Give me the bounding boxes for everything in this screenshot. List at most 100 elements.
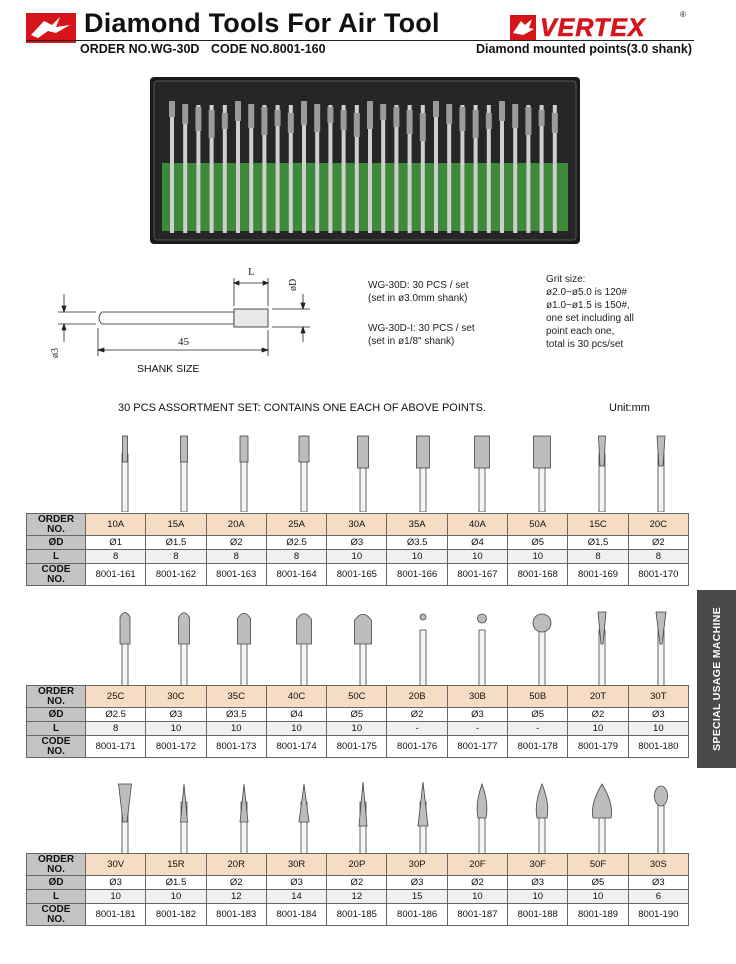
cell-d: Ø3	[265, 875, 328, 890]
cell-d: Ø3	[627, 875, 690, 890]
photo-point	[288, 105, 293, 233]
cell-order: 10A	[84, 513, 147, 536]
photo-point-head	[314, 104, 321, 132]
row-header-text: NO.	[47, 913, 65, 925]
cell-d: Ø5	[326, 707, 388, 722]
eagle-logo-icon	[26, 13, 76, 43]
cell-d: Ø2	[446, 875, 509, 890]
cell-l: 10	[507, 549, 569, 564]
tool-illustration-icon	[180, 783, 189, 860]
cell-l: 8	[84, 721, 147, 736]
row-header-text: CODE	[41, 735, 71, 747]
cell-d: Ø4	[265, 707, 328, 722]
cell-order: 30B	[446, 685, 509, 708]
row-header-l: L	[26, 721, 86, 736]
cell-order: 20P	[326, 853, 388, 876]
cell-code: 8001-182	[145, 903, 207, 926]
cell-d: Ø3	[627, 707, 690, 722]
cell-d: Ø3	[145, 707, 207, 722]
row-header-d: ØD	[26, 875, 86, 890]
photo-point-head	[261, 107, 268, 135]
photo-point-head	[406, 110, 413, 134]
cell-order: 40A	[446, 513, 509, 536]
tool-illustration-icon	[474, 435, 491, 512]
cell-order: 20A	[205, 513, 267, 536]
cell-l: 8	[84, 549, 147, 564]
cell-d: Ø2	[205, 875, 267, 890]
photo-point	[328, 105, 333, 233]
cell-d: Ø2	[205, 535, 267, 550]
tool-illustration-icon	[655, 611, 667, 688]
cell-code: 8001-180	[627, 735, 690, 758]
brand-logo: VERTEX	[510, 13, 646, 43]
cell-code: 8001-172	[145, 735, 207, 758]
cell-order: 50F	[567, 853, 629, 876]
row-header-text: ØD	[48, 536, 64, 548]
photo-point-head	[195, 107, 202, 131]
photo-point-head	[327, 107, 334, 123]
cell-l: 10	[567, 889, 629, 904]
photo-point-head	[485, 113, 492, 129]
cell-order: 30T	[627, 685, 690, 708]
cell-l: -	[446, 721, 509, 736]
cell-code: 8001-161	[84, 563, 147, 586]
cell-order: 40C	[265, 685, 328, 708]
cell-code: 8001-163	[205, 563, 267, 586]
cell-l: 10	[446, 549, 509, 564]
set-info-b-line1: WG-30D-I: 30 PCS / set	[368, 323, 475, 334]
photo-point	[407, 105, 412, 233]
side-tab-label: SPECIAL USAGE MACHINE	[710, 607, 723, 751]
cell-l: 8	[567, 549, 629, 564]
cell-d: Ø3	[507, 875, 569, 890]
row-header-l: L	[26, 889, 86, 904]
cell-l: 10	[386, 549, 448, 564]
row-header-d: ØD	[26, 707, 86, 722]
dim-3-label: ø3	[50, 348, 61, 358]
photo-point-head	[182, 104, 189, 124]
tool-illustration-icon	[237, 612, 251, 688]
cell-order: 35A	[386, 513, 448, 536]
tool-illustration-icon	[597, 435, 606, 512]
cell-d: Ø5	[567, 875, 629, 890]
cell-order: 20R	[205, 853, 267, 876]
tool-row-2	[85, 610, 688, 688]
tool-illustration-icon	[532, 613, 552, 688]
tool-illustration-icon	[533, 435, 551, 512]
cell-code: 8001-190	[627, 903, 690, 926]
cell-d: Ø1	[84, 535, 147, 550]
cell-code: 8001-174	[265, 735, 328, 758]
cell-code: 8001-162	[145, 563, 207, 586]
assortment-title: 30 PCS ASSORTMENT SET: CONTAINS ONE EACH…	[118, 402, 486, 414]
dim-45-label: 45	[178, 336, 190, 348]
photo-point	[196, 105, 201, 233]
tool-row-1	[85, 434, 688, 512]
tool-illustration-icon	[419, 613, 427, 688]
cell-d: Ø1.5	[145, 875, 207, 890]
cell-code: 8001-176	[386, 735, 448, 758]
cell-code: 8001-186	[386, 903, 448, 926]
cell-order: 30P	[386, 853, 448, 876]
photo-point-head	[459, 107, 466, 131]
dim-l-label: L	[248, 266, 255, 278]
photo-point	[460, 105, 465, 233]
photo-point-head	[419, 113, 426, 141]
photo-point	[394, 105, 399, 233]
cell-l: 14	[265, 889, 328, 904]
cell-code: 8001-169	[567, 563, 629, 586]
photo-point-head	[221, 113, 228, 129]
set-info-a-line1: WG-30D: 30 PCS / set	[368, 280, 469, 291]
photo-point-head	[393, 107, 400, 127]
cell-order: 15C	[567, 513, 629, 536]
photo-point	[302, 105, 306, 233]
photo-point-head	[512, 104, 519, 128]
photo-point	[526, 105, 531, 233]
cell-l: 10	[145, 889, 207, 904]
photo-point	[170, 105, 174, 233]
photo-point	[513, 105, 518, 233]
photo-point	[236, 105, 240, 233]
cell-d: Ø2.5	[265, 535, 328, 550]
grit-line3: ø1.0~ø1.5 is 150#,	[546, 300, 630, 311]
cell-l: 10	[567, 721, 629, 736]
